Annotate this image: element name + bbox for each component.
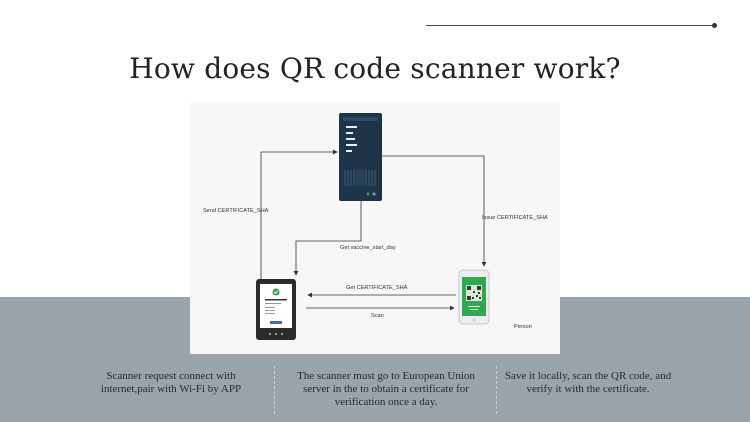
column-divider: [496, 366, 497, 414]
issue-connector: [382, 155, 487, 267]
send-label: Send CERTIFICATE_SHA: [203, 208, 269, 214]
diagram-svg: Send CERTIFICATE_SHA Issue CERTIFICATE_S…: [203, 113, 548, 340]
caption-eu-server: The scanner must go to European Union se…: [297, 370, 475, 408]
slide-title: How does QR code scanner work?: [129, 52, 621, 85]
send-connector: [260, 149, 338, 279]
issue-label: Issue CERTIFICATE_SHA: [482, 215, 548, 221]
get-cert-label: Get CERTIFICATE_SHA: [346, 285, 408, 291]
caption-scanner-connect: Scanner request connect with internet,pa…: [100, 370, 242, 395]
scan-label: Scan: [371, 313, 384, 319]
person-label: Person: [514, 324, 532, 330]
server-icon: [339, 113, 382, 201]
decorative-line: [426, 25, 714, 26]
column-divider: [274, 366, 275, 414]
scanner-device-icon: [256, 279, 296, 340]
decorative-dot: [712, 23, 717, 28]
caption-verify: Save it locally, scan the QR code, and v…: [504, 370, 672, 395]
get-vaccine-label: Get vaccine_start_day: [340, 245, 396, 251]
phone-icon: [458, 269, 490, 325]
qr-scanner-diagram: Send CERTIFICATE_SHA Issue CERTIFICATE_S…: [190, 102, 560, 354]
get-vaccine-connector: [293, 201, 362, 276]
